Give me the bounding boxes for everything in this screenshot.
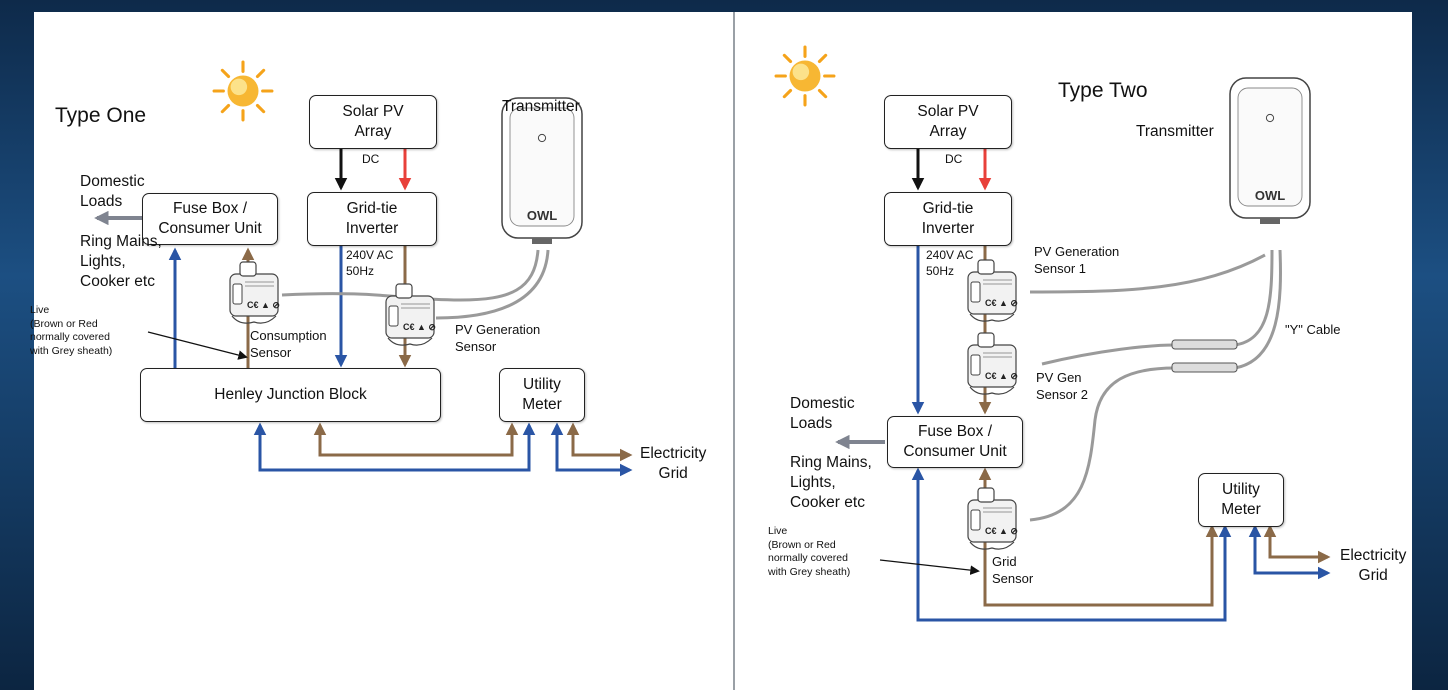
pv-generation-sensor-label: PV Generation Sensor [455, 322, 541, 354]
owl-logo-2: OWL [1255, 188, 1285, 203]
pv-generation-sensor-1-label: PV Generation Sensor 1 [1034, 244, 1120, 276]
owl-logo: OWL [527, 208, 557, 223]
sun-icon [212, 60, 274, 122]
y-cable-label: "Y" Cable [1285, 322, 1341, 337]
pv-generation-sensor-1-icon [967, 259, 1019, 322]
grid-live-2 [1263, 524, 1331, 564]
sun-icon-2 [774, 45, 836, 107]
utility-meter-box-2: Utility Meter [1198, 473, 1284, 527]
consumption-sensor-icon [229, 261, 281, 324]
grid-sensor-icon [967, 487, 1019, 550]
dc-label-2: DC [945, 152, 963, 166]
utility-meter-box: Utility Meter [499, 368, 585, 422]
solar-pv-array-box-2: Solar PV Array [884, 95, 1012, 149]
dc-label: DC [362, 152, 380, 166]
live-note: Live (Brown or Red normally covered with… [30, 304, 113, 357]
pv-sensor-1-cable [1029, 253, 1266, 294]
electricity-grid-label: Electricity Grid [640, 445, 707, 482]
solar-pv-array-box: Solar PV Array [309, 95, 437, 149]
transmitter-label-2: Transmitter [1136, 123, 1214, 140]
type-two-title: Type Two [1058, 79, 1148, 102]
live-pointer [147, 331, 248, 360]
pv-generation-sensor-icon [385, 283, 437, 346]
ac-label: 240V AC 50Hz [346, 248, 394, 278]
domestic-loads-label: Domestic Loads [80, 173, 145, 210]
grid-tie-inverter-box-2: Grid-tie Inverter [884, 192, 1012, 246]
live-note-2: Live (Brown or Red normally covered with… [768, 525, 851, 578]
live-pointer-2 [879, 559, 980, 575]
neutral-loop-2 [911, 467, 1232, 622]
grid-sensor-cable [1029, 249, 1282, 522]
live-loop [313, 422, 519, 457]
grid-live [566, 422, 633, 462]
ring-mains-label-2: Ring Mains, Lights, Cooker etc [790, 454, 872, 511]
type-one-title: Type One [55, 104, 147, 127]
grid-neutral-2 [1248, 524, 1331, 580]
neutral-loop [253, 422, 536, 472]
pv-sensor-cable [435, 249, 550, 320]
grid-sensor-label: Grid Sensor [992, 554, 1034, 586]
grid-neutral [550, 422, 633, 477]
consumption-sensor-label: Consumption Sensor [250, 328, 327, 360]
grid-tie-inverter-box: Grid-tie Inverter [307, 192, 437, 246]
domestic-loads-label-2: Domestic Loads [790, 395, 855, 432]
y-cable-connector-1 [1171, 339, 1238, 350]
consumption-sensor-cable [281, 249, 540, 302]
fuse-box-consumer-unit: Fuse Box / Consumer Unit [142, 193, 278, 245]
pv-gen-sensor-2-icon [967, 332, 1019, 395]
pv-gen-sensor-2-label: PV Gen Sensor 2 [1036, 370, 1089, 402]
panel-divider [731, 12, 737, 690]
henley-junction-block: Henley Junction Block [140, 368, 441, 422]
transmitter-label: Transmitter [502, 98, 580, 115]
electricity-grid-label-2: Electricity Grid [1340, 547, 1407, 584]
y-cable-connector-2 [1171, 362, 1238, 373]
ring-mains-label: Ring Mains, Lights, Cooker etc [80, 233, 162, 290]
ac-label-2: 240V AC 50Hz [926, 248, 974, 278]
fuse-box-consumer-unit-2: Fuse Box / Consumer Unit [887, 416, 1023, 468]
